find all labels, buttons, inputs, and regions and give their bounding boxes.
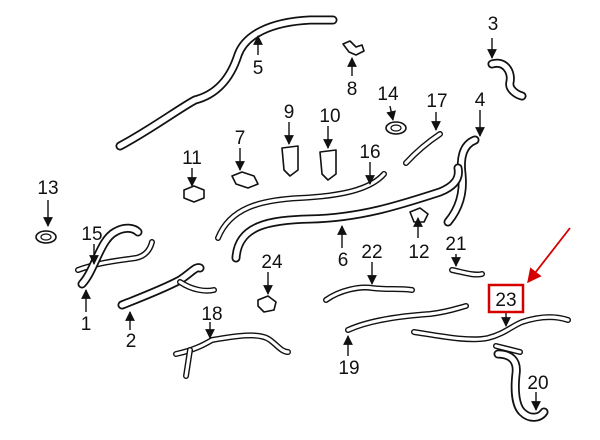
part-14-clamp bbox=[385, 121, 407, 135]
callout-3: 3 bbox=[488, 14, 499, 35]
callout-11: 11 bbox=[182, 148, 202, 169]
highlight-box bbox=[487, 283, 525, 314]
callout-12: 12 bbox=[408, 242, 429, 263]
part-10-bracket bbox=[319, 149, 337, 181]
callout-15: 15 bbox=[81, 224, 102, 245]
callout-17: 17 bbox=[426, 91, 447, 112]
callout-14: 14 bbox=[377, 84, 399, 105]
callout-1: 1 bbox=[81, 314, 92, 335]
callout-10: 10 bbox=[319, 106, 340, 127]
callout-9: 9 bbox=[284, 102, 295, 123]
callout-4: 4 bbox=[475, 90, 486, 111]
part-8-clamp bbox=[342, 40, 365, 56]
callout-18: 18 bbox=[201, 304, 222, 325]
part-19-hose bbox=[345, 303, 469, 333]
part-9-bracket bbox=[281, 145, 299, 177]
part-22-hose bbox=[323, 284, 415, 303]
part-1-hose bbox=[77, 223, 143, 289]
callout-5: 5 bbox=[253, 58, 264, 79]
callout-20: 20 bbox=[527, 373, 548, 394]
part-7-clamp bbox=[231, 171, 259, 189]
callout-16: 16 bbox=[359, 142, 380, 163]
callout-19: 19 bbox=[338, 358, 359, 379]
leader-14 bbox=[386, 105, 396, 121]
part-2-hose bbox=[117, 263, 217, 310]
part-6-hose bbox=[231, 163, 463, 263]
callout-2: 2 bbox=[126, 331, 137, 352]
part-12-bracket bbox=[409, 207, 429, 223]
part-16-rod bbox=[215, 171, 387, 241]
part-13-clamp bbox=[35, 230, 57, 244]
callout-23: 23 bbox=[495, 290, 516, 311]
part-17-hose bbox=[403, 131, 443, 166]
callout-24: 24 bbox=[261, 252, 283, 273]
part-20-hose bbox=[493, 349, 549, 422]
part-11-clamp bbox=[183, 185, 205, 203]
callout-13: 13 bbox=[37, 178, 58, 199]
callout-7: 7 bbox=[235, 128, 246, 149]
callout-22: 22 bbox=[361, 242, 382, 263]
part-23-hose bbox=[411, 314, 571, 355]
part-21-hose bbox=[449, 267, 485, 278]
callout-6: 6 bbox=[338, 250, 349, 271]
callout-8: 8 bbox=[347, 79, 358, 100]
part-18-hose bbox=[173, 332, 291, 379]
part-3-hose bbox=[487, 58, 527, 101]
part-5-hose bbox=[115, 15, 338, 151]
part-24-clamp bbox=[257, 295, 277, 313]
callout-21: 21 bbox=[445, 234, 466, 255]
highlight-arrow bbox=[527, 227, 571, 284]
